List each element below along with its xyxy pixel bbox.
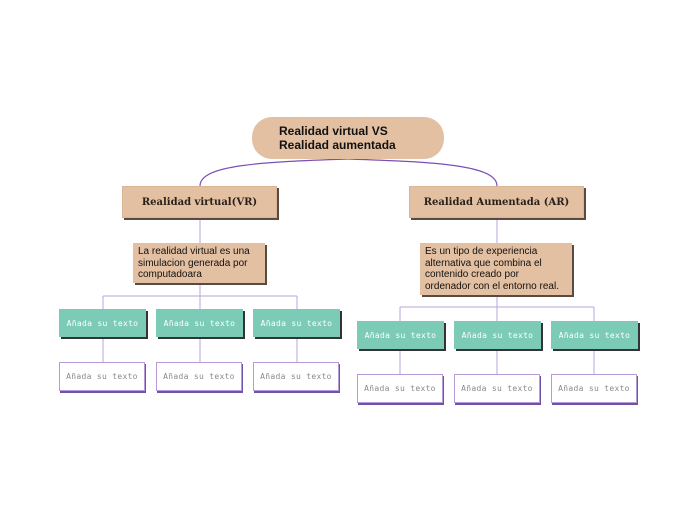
subtopic-left-1[interactable]: Añada su texto [59,309,146,337]
subtopic-right-1-child[interactable]: Añada su texto [357,374,443,403]
subtopic-right-3[interactable]: Añada su texto [551,321,638,349]
subtopic-right-2[interactable]: Añada su texto [454,321,541,349]
subtopic-right-2-child[interactable]: Añada su texto [454,374,540,403]
subtopic-left-2-child[interactable]: Añada su texto [156,362,242,391]
description-virtual-reality[interactable]: La realidad virtual es una simulacion ge… [133,243,265,283]
subtopic-right-3-child[interactable]: Añada su texto [551,374,637,403]
subtopic-left-1-child[interactable]: Añada su texto [59,362,145,391]
connector-root-left [199,158,349,187]
subtopic-left-3-child[interactable]: Añada su texto [253,362,339,391]
root-topic-line2: Realidad aumentada [279,138,396,152]
root-topic-line1: Realidad virtual VS [279,124,388,138]
root-topic[interactable]: Realidad virtual VS Realidad aumentada [252,117,444,159]
description-augmented-reality[interactable]: Es un tipo de experiencia alternativa qu… [420,243,572,295]
branch-virtual-reality[interactable]: Realidad virtual(VR) [122,186,277,218]
subtopic-left-3[interactable]: Añada su texto [253,309,340,337]
subtopic-right-1[interactable]: Añada su texto [357,321,444,349]
branch-virtual-reality-label: Realidad virtual(VR) [141,196,258,208]
branch-augmented-reality-label: Realidad Aumentada (AR) [423,196,570,208]
subtopic-left-2[interactable]: Añada su texto [156,309,243,337]
connector-root-right [347,158,498,187]
branch-augmented-reality[interactable]: Realidad Aumentada (AR) [409,186,584,218]
